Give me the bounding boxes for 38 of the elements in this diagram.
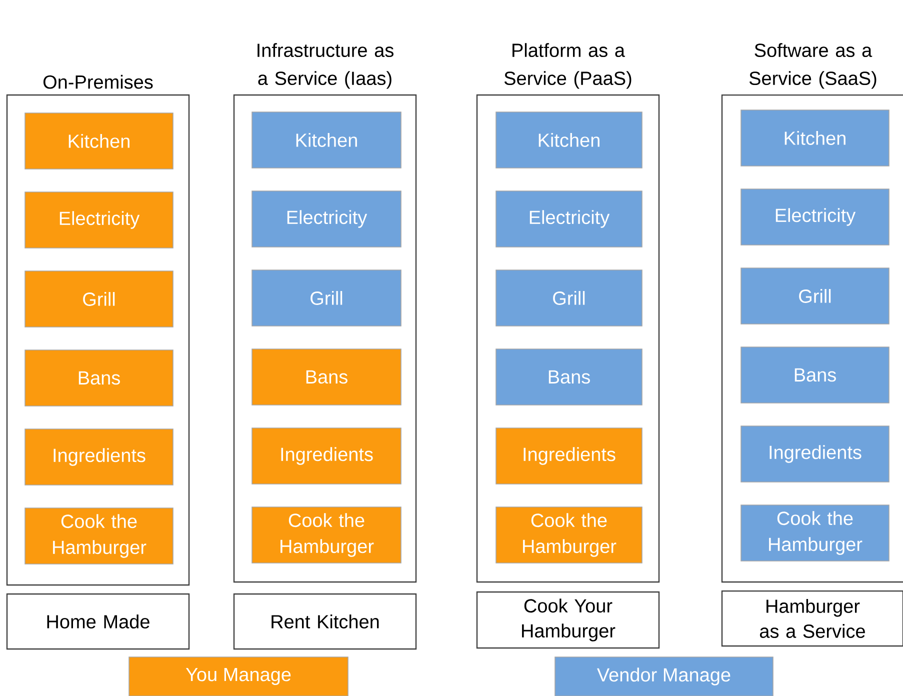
service-box: Ingredients — [24, 428, 174, 486]
service-box: Cook the Hamburger — [496, 506, 642, 564]
column-heading: Platform as a Service (PaaS) — [504, 43, 632, 89]
model-box: Cook Your Hamburger — [476, 591, 660, 649]
service-box: Electricity — [24, 192, 174, 248]
column-box — [476, 94, 660, 583]
service-box: Kitchen — [24, 112, 174, 170]
service-box: Ingredients — [496, 428, 642, 484]
service-box: Kitchen — [252, 112, 402, 168]
service-box: Kitchen — [496, 112, 642, 168]
model-box: Rent Kitchen — [233, 593, 417, 650]
model-box: Hamburger as a Service — [721, 590, 903, 647]
service-box: Bans — [252, 348, 402, 406]
legend-item: You Manage — [128, 656, 348, 696]
service-box: Cook the Hamburger — [252, 506, 402, 564]
model-box: Home Made — [6, 593, 190, 650]
column-heading: Software as a Service (SaaS) — [749, 43, 876, 89]
legend-item: Vendor Manage — [554, 656, 774, 696]
service-box: Bans — [24, 350, 174, 406]
service-box: Cook the Hamburger — [24, 508, 174, 564]
service-box: Ingredients — [252, 428, 402, 484]
service-box: Electricity — [740, 188, 890, 246]
column-box — [6, 94, 190, 586]
column-heading: On-Premises — [43, 74, 153, 89]
service-box: Bans — [740, 346, 890, 404]
service-box: Electricity — [496, 190, 642, 248]
service-box: Grill — [496, 270, 642, 326]
service-box: Grill — [252, 270, 402, 326]
service-box: Ingredients — [740, 426, 890, 482]
service-box: Grill — [740, 268, 890, 324]
column-box — [721, 94, 903, 583]
service-box: Grill — [24, 270, 174, 328]
service-box: Bans — [496, 348, 642, 406]
column-box — [233, 94, 417, 583]
service-box: Cook the Hamburger — [740, 504, 890, 562]
service-box: Kitchen — [740, 110, 890, 166]
column-heading: Infrastructure as a Service (Iaas) — [258, 43, 394, 89]
service-box: Electricity — [252, 190, 402, 248]
